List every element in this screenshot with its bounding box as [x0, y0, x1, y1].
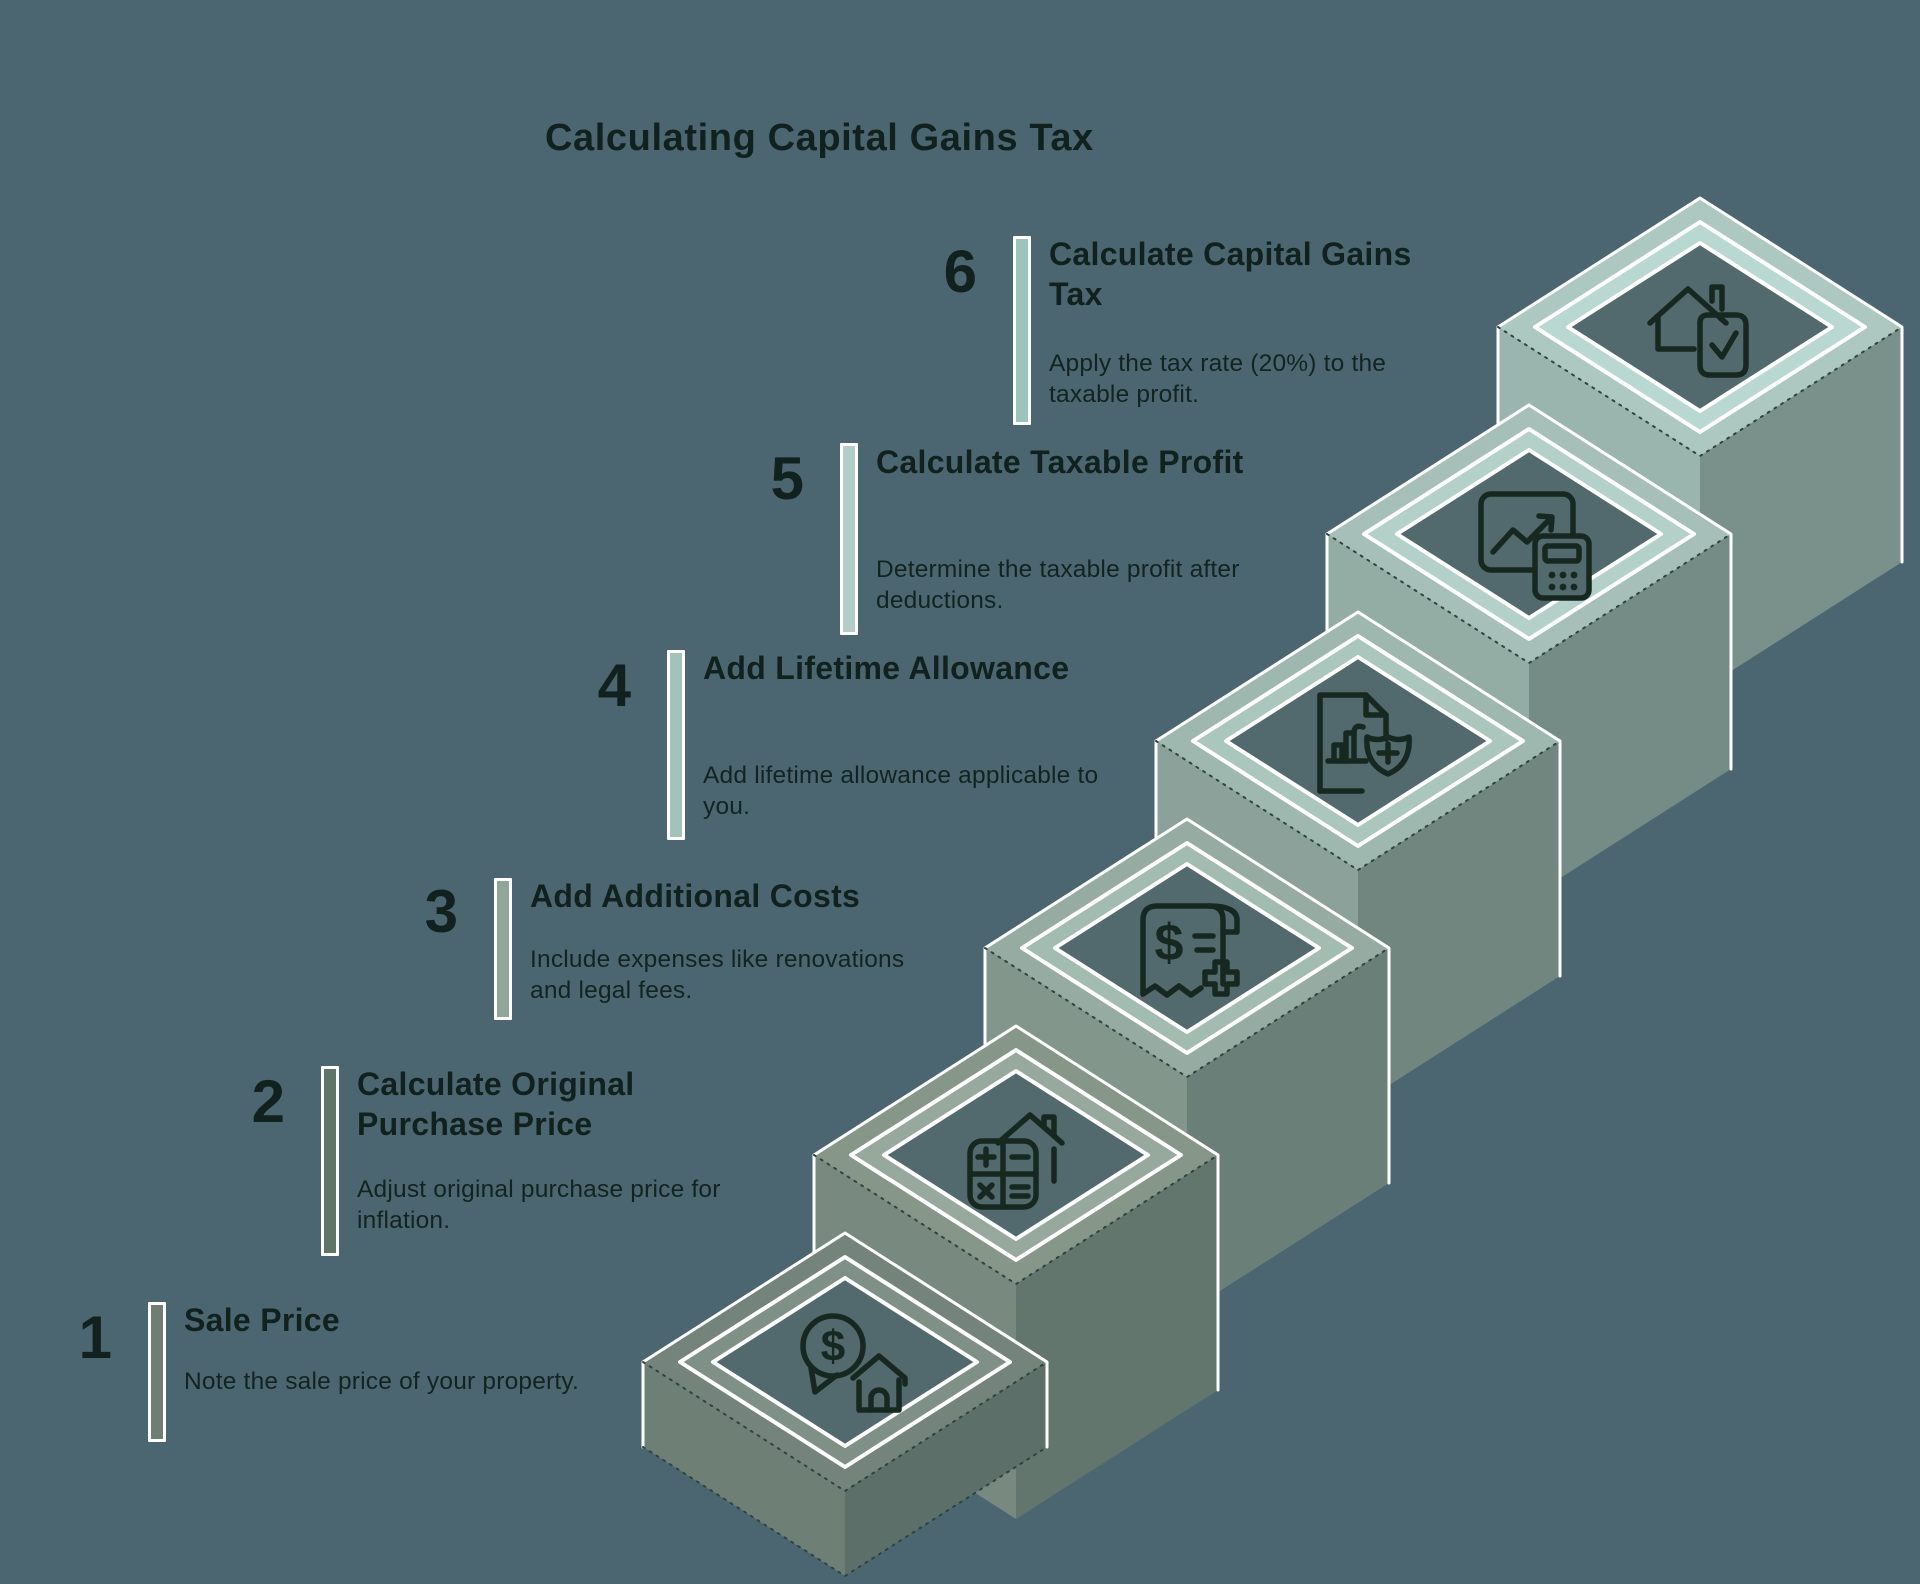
step-4-diamond-face — [1224, 655, 1492, 827]
step-6-title: Calculate Capital Gains Tax — [1049, 236, 1412, 312]
step-3-prism-right-face — [1187, 948, 1389, 1312]
step-2-prism-right-face — [1016, 1155, 1218, 1519]
step-5-prism-right-face — [1529, 534, 1731, 898]
calculator-house-icon — [967, 1112, 1065, 1210]
step-5-accent-bar — [840, 443, 858, 635]
step-4-title: Add Lifetime Allowance — [703, 650, 1070, 686]
step-1-title: Sale Price — [184, 1302, 340, 1338]
step-3-diamond-face — [1053, 862, 1321, 1034]
step-5-diamond-face — [1395, 448, 1663, 620]
step-4-prism-right-face — [1358, 741, 1560, 1105]
step-1-number: 1 — [78, 1304, 112, 1371]
step-6-accent-bar — [1013, 236, 1031, 425]
step-1-platform: $ — [641, 1231, 1049, 1577]
step-6-number: 6 — [943, 238, 977, 305]
step-4-description: Add lifetime allowance applicable to you… — [703, 762, 1099, 820]
step-5-number: 5 — [770, 445, 804, 512]
step-6-description: Apply the tax rate (20%) to the taxable … — [1049, 350, 1387, 408]
svg-text:$: $ — [1155, 914, 1184, 972]
step-1-accent-bar — [148, 1302, 166, 1442]
growth-chart-calculator-icon — [1478, 491, 1592, 601]
step-2-title: Calculate Original Purchase Price — [357, 1066, 635, 1142]
step-2-number: 2 — [251, 1068, 285, 1135]
step-4-accent-bar — [667, 650, 685, 840]
step-4-number: 4 — [597, 652, 631, 719]
step-2-description: Adjust original purchase price for infla… — [357, 1176, 721, 1234]
step-3-number: 3 — [424, 878, 458, 945]
svg-text:$: $ — [821, 1322, 845, 1371]
step-5-title: Calculate Taxable Profit — [876, 444, 1244, 480]
document-shield-plus-icon — [1317, 692, 1412, 794]
receipt-plus-icon: $ — [1140, 903, 1240, 998]
step-1-prism-right-face — [845, 1362, 1047, 1576]
step-1-description: Note the sale price of your property. — [184, 1368, 580, 1395]
step-2-accent-bar — [321, 1066, 339, 1256]
step-3-accent-bar — [494, 878, 512, 1020]
page-title: Calculating Capital Gains Tax — [545, 117, 1094, 160]
step-5-description: Determine the taxable profit after deduc… — [876, 556, 1240, 614]
house-check-document-icon — [1647, 284, 1749, 378]
money-chat-bubble-house-icon: $ — [800, 1313, 908, 1413]
step-1-diamond-face — [711, 1276, 979, 1448]
step-3-description: Include expenses like renovations and le… — [530, 946, 905, 1004]
step-1-prism-left-face — [643, 1362, 845, 1576]
step-6-prism-right-face — [1700, 327, 1902, 691]
step-3-title: Add Additional Costs — [530, 878, 861, 914]
